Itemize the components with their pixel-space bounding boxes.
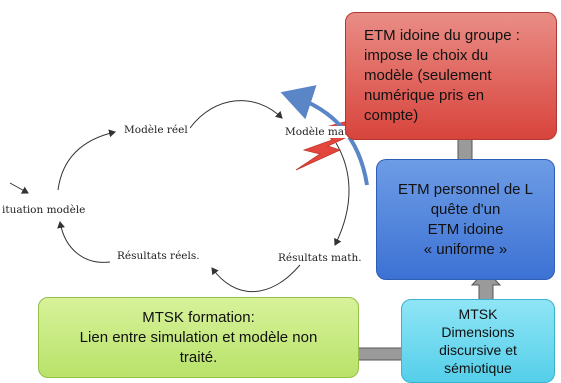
red-box-line: ETM idoine du groupe : [364, 27, 520, 44]
arrow-resultats-math-to-resultats-reels [211, 264, 301, 293]
etm-idoine-groupe-box: ETM idoine du groupe : impose le choix d… [345, 12, 557, 140]
blue-box-line: quête d'un [430, 200, 501, 218]
cyan-box-line: discursive et [439, 342, 517, 358]
red-box-line: impose le choix du [364, 47, 489, 64]
arrow-situation-to-modele-reel [57, 129, 116, 191]
cyan-box-line: sémiotique [444, 360, 512, 376]
label-modele-reel: Modèle réel [122, 124, 190, 136]
red-box-line: compte) [364, 107, 419, 124]
label-resultats-math: Résultats math. [276, 252, 364, 264]
cyan-box-line: MTSK [458, 306, 498, 322]
arrow-modele-math-to-resultats-math [334, 142, 350, 246]
label-modele-math: Modèle math. [283, 126, 361, 138]
green-box-line: traité. [179, 348, 218, 366]
etm-personnel-box: ETM personnel de L quête d'un ETM idoine… [376, 159, 555, 280]
red-box-line: numérique pris en [364, 87, 485, 104]
green-box-line: Lien entre simulation et modèle non [79, 328, 318, 346]
mtsk-dimensions-box: MTSK Dimensions discursive et sémiotique [401, 299, 555, 383]
mtsk-formation-box: MTSK formation: Lien entre simulation et… [38, 297, 359, 378]
modelling-cycle [9, 100, 350, 293]
green-box-line: MTSK formation: [142, 308, 255, 326]
blue-box-line: ETM idoine [427, 220, 504, 238]
arrow-modele-reel-to-modele-math [189, 100, 283, 129]
blue-box-line: ETM personnel de L [397, 180, 534, 198]
blue-box-line: « uniforme » [423, 240, 508, 258]
label-situation-modele: ituation modèle [0, 204, 88, 216]
red-box-line: modèle (seulement [364, 67, 492, 84]
arrow-resultats-reels-to-situation [57, 221, 111, 263]
cyan-box-line: Dimensions [441, 324, 515, 340]
arrow-into-situation [9, 182, 29, 194]
label-resultats-reels: Résultats réels. [115, 250, 202, 262]
